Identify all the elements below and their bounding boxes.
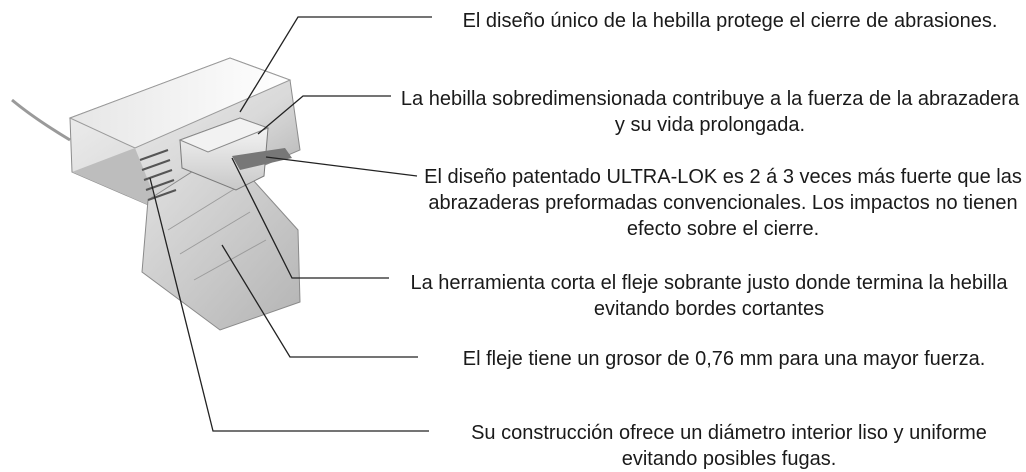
callout-tool-cut: La herramienta corta el fleje sobrante j… [410,272,1008,320]
callout-smooth-diameter: Su construcción ofrece un diámetro inter… [471,422,987,470]
leader-line-1 [239,16,432,113]
buckle-top [178,117,270,153]
strap-tail [232,148,292,170]
callout-strap-thickness: El fleje tiene un grosor de 0,76 mm para… [462,348,986,370]
leader-line-2 [257,95,391,135]
leader-line-6 [149,177,429,432]
clamp-ridges [139,149,177,201]
callout-buckle-design: El diseño único de la hebilla protege el… [462,10,998,32]
clamp-illustration [11,57,301,331]
leader-line-3 [265,156,418,177]
leader-line-5 [221,244,418,358]
cord [11,98,71,142]
leader-line-4 [231,157,389,279]
callout-oversized-buckle: La hebilla sobredimensionada contribuye … [400,88,1020,136]
clamp-top-face [68,57,292,149]
callout-ultra-lok: El diseño patentado ULTRA-LOK es 2 á 3 v… [424,166,1022,240]
clamp-front-face [72,148,160,210]
leader-lines [149,16,432,432]
